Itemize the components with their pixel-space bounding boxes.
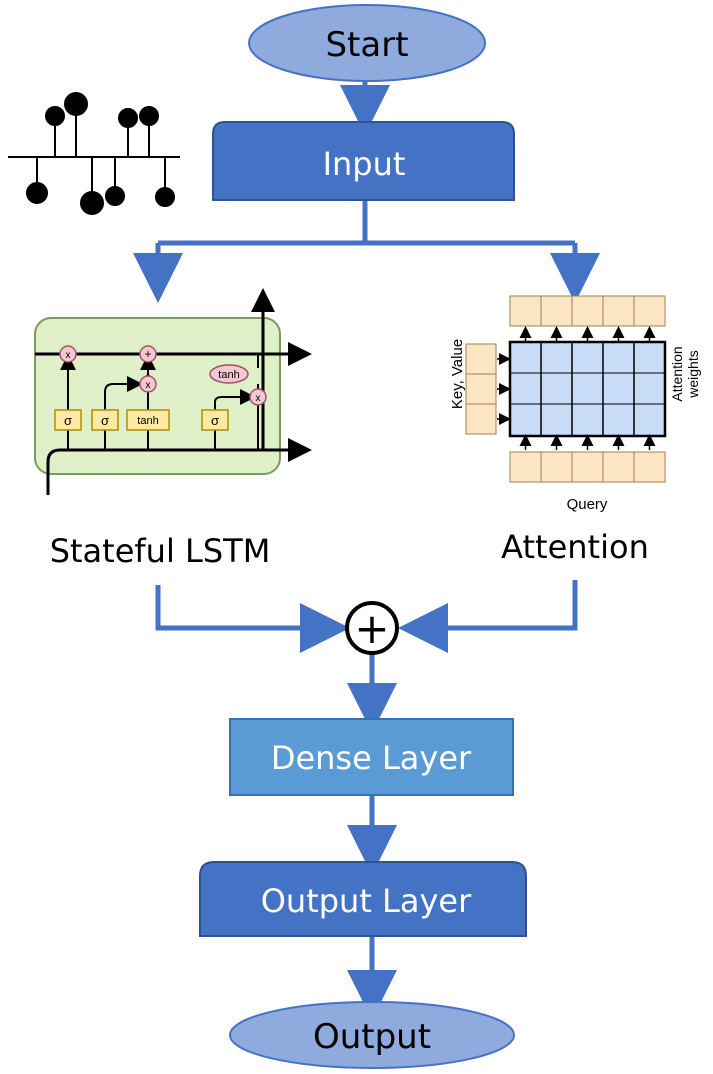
attention-key-value-column bbox=[465, 343, 497, 435]
attention-bottom-cell bbox=[571, 451, 604, 483]
attention-query-top-row bbox=[509, 295, 666, 327]
attention-top-cell bbox=[540, 295, 573, 327]
start-label: Start bbox=[325, 25, 408, 65]
lstm-cell-diagram: σ σ tanh σ x + x x bbox=[34, 288, 312, 495]
lstm-op-multiply-forget: x bbox=[59, 345, 77, 363]
lstm-op-multiply-input: x bbox=[139, 375, 157, 393]
attention-bottom-cell bbox=[602, 451, 635, 483]
svg-text:σ: σ bbox=[101, 413, 109, 428]
attention-weights-label-line2: weights bbox=[685, 350, 701, 398]
dense-layer-label: Dense Layer bbox=[271, 739, 472, 777]
attention-top-cell bbox=[633, 295, 666, 327]
input-label: Input bbox=[323, 145, 406, 183]
lstm-gate-output: σ bbox=[201, 409, 229, 431]
attention-grid-frame bbox=[508, 340, 667, 438]
attention-query-bottom-row bbox=[509, 451, 666, 483]
output-layer-label: Output Layer bbox=[261, 882, 472, 920]
svg-text:x: x bbox=[66, 350, 71, 361]
attention-top-cell bbox=[509, 295, 542, 327]
attention-label: Attention bbox=[501, 528, 649, 566]
flow-connectors bbox=[133, 72, 600, 1020]
attention-key-value-label: Key, Value bbox=[449, 339, 466, 409]
svg-text:x: x bbox=[256, 393, 261, 404]
arrow-attention-to-combine bbox=[398, 580, 578, 653]
timeseries-icon bbox=[8, 92, 180, 215]
lstm-cell-background bbox=[34, 317, 281, 475]
attention-bottom-cell bbox=[540, 451, 573, 483]
combine-node: + bbox=[345, 601, 399, 655]
combine-circle bbox=[345, 601, 399, 655]
attention-bottom-cell bbox=[509, 451, 542, 483]
attention-key-cell bbox=[465, 343, 497, 375]
attention-weights-grid bbox=[508, 340, 667, 438]
arrow-lstm-to-combine bbox=[155, 585, 350, 653]
lstm-op-tanh: tanh bbox=[209, 364, 249, 384]
svg-text:tanh: tanh bbox=[137, 415, 158, 427]
svg-text:tanh: tanh bbox=[218, 369, 239, 381]
svg-text:+: + bbox=[144, 347, 151, 361]
attention-query-label: Query bbox=[567, 496, 608, 513]
attention-diagram: Key, Value Query Attention weights bbox=[449, 295, 701, 513]
output-label: Output bbox=[313, 1017, 431, 1057]
lstm-op-multiply-output: x bbox=[249, 388, 267, 406]
lstm-label: Stateful LSTM bbox=[50, 532, 271, 570]
attention-key-cell bbox=[465, 403, 497, 435]
dense-layer-node: Dense Layer bbox=[229, 718, 514, 796]
attention-weights-label-line1: Attention bbox=[669, 346, 685, 401]
attention-bottom-cell bbox=[633, 451, 666, 483]
plus-icon: + bbox=[354, 604, 389, 653]
lstm-gate-candidate: tanh bbox=[126, 409, 170, 431]
output-node: Output bbox=[229, 1001, 515, 1069]
output-layer-node: Output Layer bbox=[199, 861, 527, 937]
lstm-gate-forget: σ bbox=[54, 409, 82, 431]
attention-arrows bbox=[497, 326, 656, 450]
attention-top-cell bbox=[571, 295, 604, 327]
attention-key-cell bbox=[465, 373, 497, 405]
lstm-op-add: + bbox=[139, 345, 157, 363]
lstm-gate-input: σ bbox=[91, 409, 119, 431]
svg-text:σ: σ bbox=[211, 413, 219, 428]
input-node: Input bbox=[212, 121, 515, 201]
svg-text:x: x bbox=[146, 380, 151, 391]
start-node: Start bbox=[248, 4, 486, 82]
attention-top-cell bbox=[602, 295, 635, 327]
svg-text:σ: σ bbox=[64, 413, 72, 428]
